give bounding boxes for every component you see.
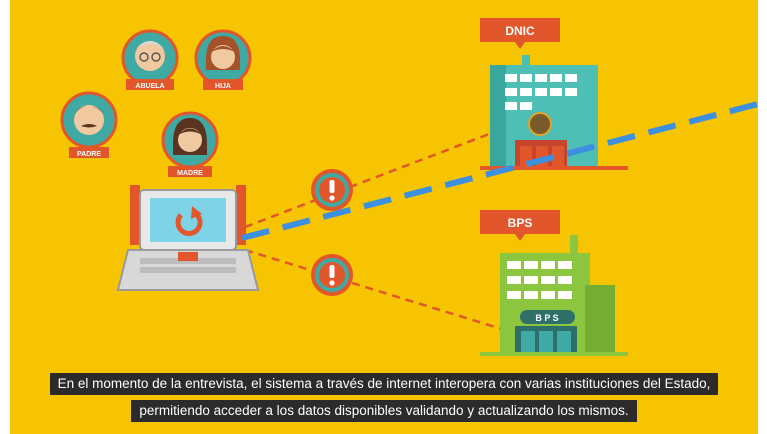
label-dnic: DNIC (505, 24, 535, 38)
label-abuela: ABUELA (135, 83, 164, 90)
refresh-icon (175, 206, 203, 236)
scene-background (10, 0, 758, 434)
exclamation-icon-bottom (311, 254, 353, 296)
label-madre: MADRE (177, 170, 203, 177)
avatar-padre: PADRE (60, 91, 118, 158)
video-frame: ABUELA HIJA PADRE MADRE (10, 0, 758, 434)
label-padre: PADRE (77, 151, 101, 158)
building-bps: BPS B P S (480, 210, 628, 356)
label-bps: BPS (508, 216, 533, 230)
label-hija: HIJA (215, 83, 231, 90)
line-to-dnic (244, 126, 506, 229)
connection-lines (244, 126, 506, 332)
infographic-scene: ABUELA HIJA PADRE MADRE (10, 0, 758, 434)
exclamation-icon-top (311, 169, 353, 211)
line-to-bps (244, 248, 506, 332)
avatar-madre: MADRE (161, 111, 219, 177)
overlay-dashed-line (241, 101, 758, 241)
laptop-icon (116, 185, 260, 291)
avatar-abuela: ABUELA (121, 29, 179, 90)
label-bps-sign: B P S (535, 313, 558, 323)
avatar-hija: HIJA (194, 29, 252, 90)
